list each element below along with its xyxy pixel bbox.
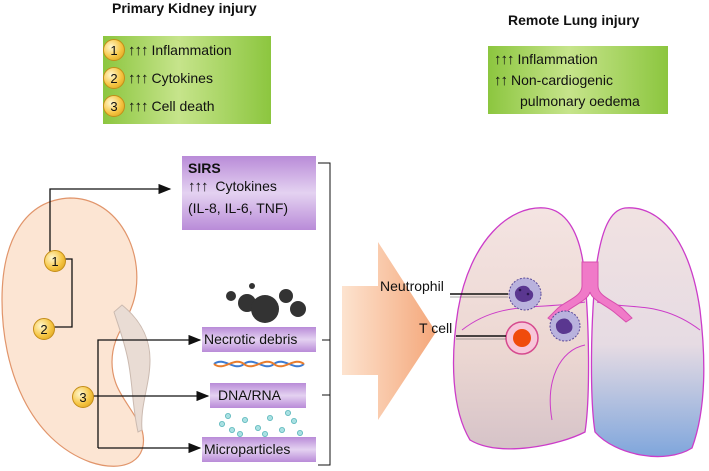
lung-effects-box: ↑↑↑ Inflammation ↑↑ Non-cardiogenic pulm… xyxy=(488,46,668,114)
up-arrows-icon: ↑↑↑ xyxy=(128,69,148,87)
up-arrows-icon: ↑↑↑ xyxy=(128,97,148,115)
up-arrows-icon: ↑↑↑ xyxy=(188,178,208,195)
primary-kidney-injury-title: Primary Kidney injury xyxy=(112,0,257,16)
number-badge: 3 xyxy=(103,95,125,117)
t-cell-label: T cell xyxy=(419,320,453,336)
necrotic-debris-icon xyxy=(226,283,306,323)
up-arrows-icon: ↑↑↑ xyxy=(494,50,514,68)
connector-3-to-necrotic xyxy=(97,334,202,448)
trachea xyxy=(547,261,633,323)
heart-notch xyxy=(549,344,586,421)
collector-bracket xyxy=(318,162,331,466)
dna-helix-icon xyxy=(213,360,305,368)
up-arrows-icon: ↑↑↑ xyxy=(128,41,148,59)
number-badge: 2 xyxy=(103,67,125,89)
sirs-cytokine-list: (IL-8, IL-6, TNF) xyxy=(188,200,289,216)
effect-label: Inflammation xyxy=(517,51,598,67)
effect-label: Non-cardiogenic xyxy=(511,72,613,88)
effect-label: Inflammation xyxy=(151,42,232,58)
effect-label: Cytokines xyxy=(151,70,213,86)
microparticles-box: Microparticles xyxy=(202,437,316,462)
kidney-effect-cytokines: 2 ↑↑↑ Cytokines xyxy=(103,66,213,90)
kidney-effect-inflammation: 1 ↑↑↑ Inflammation xyxy=(103,38,232,62)
number-badge: 1 xyxy=(103,39,125,61)
dna-rna-box: DNA/RNA xyxy=(210,383,306,408)
effect-label: pulmonary oedema xyxy=(520,93,640,109)
dna-rna-label: DNA/RNA xyxy=(218,387,282,403)
neutrophil-label: Neutrophil xyxy=(380,278,444,294)
kidney-shape xyxy=(1,197,145,467)
lung-effect-pulmonary-oedema: pulmonary oedema xyxy=(520,90,640,112)
connector-2 xyxy=(53,258,73,328)
kidney-point-3: 3 xyxy=(72,386,94,408)
sirs-title: SIRS xyxy=(188,160,221,176)
t-cell-icon xyxy=(505,321,539,355)
kidney-point-2: 2 xyxy=(33,318,55,340)
necrotic-debris-box: Necrotic debris xyxy=(202,327,316,352)
necrotic-debris-label: Necrotic debris xyxy=(204,331,298,347)
right-lung xyxy=(590,207,705,458)
sirs-cytokines-line: ↑↑↑ Cytokines xyxy=(188,178,277,195)
lung-effect-inflammation: ↑↑↑ Inflammation xyxy=(494,48,598,70)
kidney-point-1: 1 xyxy=(44,250,66,272)
effect-label: Cell death xyxy=(151,98,215,114)
ureter-shape xyxy=(113,304,151,433)
microparticles-label: Microparticles xyxy=(204,441,291,457)
kidney-effect-cell-death: 3 ↑↑↑ Cell death xyxy=(103,94,215,118)
sirs-cytokines-label: Cytokines xyxy=(215,178,277,194)
remote-lung-injury-title: Remote Lung injury xyxy=(508,12,640,28)
big-transfer-arrow xyxy=(342,242,436,420)
kidney-effects-box: 1 ↑↑↑ Inflammation 2 ↑↑↑ Cytokines 3 ↑↑↑… xyxy=(103,36,271,124)
neutrophil-cell-icon xyxy=(508,277,542,311)
up-arrows-icon: ↑↑ xyxy=(494,71,508,89)
sirs-box: SIRS ↑↑↑ Cytokines (IL-8, IL-6, TNF) xyxy=(182,156,316,230)
microparticles-icon xyxy=(218,409,303,437)
lung-effect-non-cardiogenic: ↑↑ Non-cardiogenic xyxy=(494,69,613,91)
neutrophil-cell-icon-2 xyxy=(549,310,581,342)
